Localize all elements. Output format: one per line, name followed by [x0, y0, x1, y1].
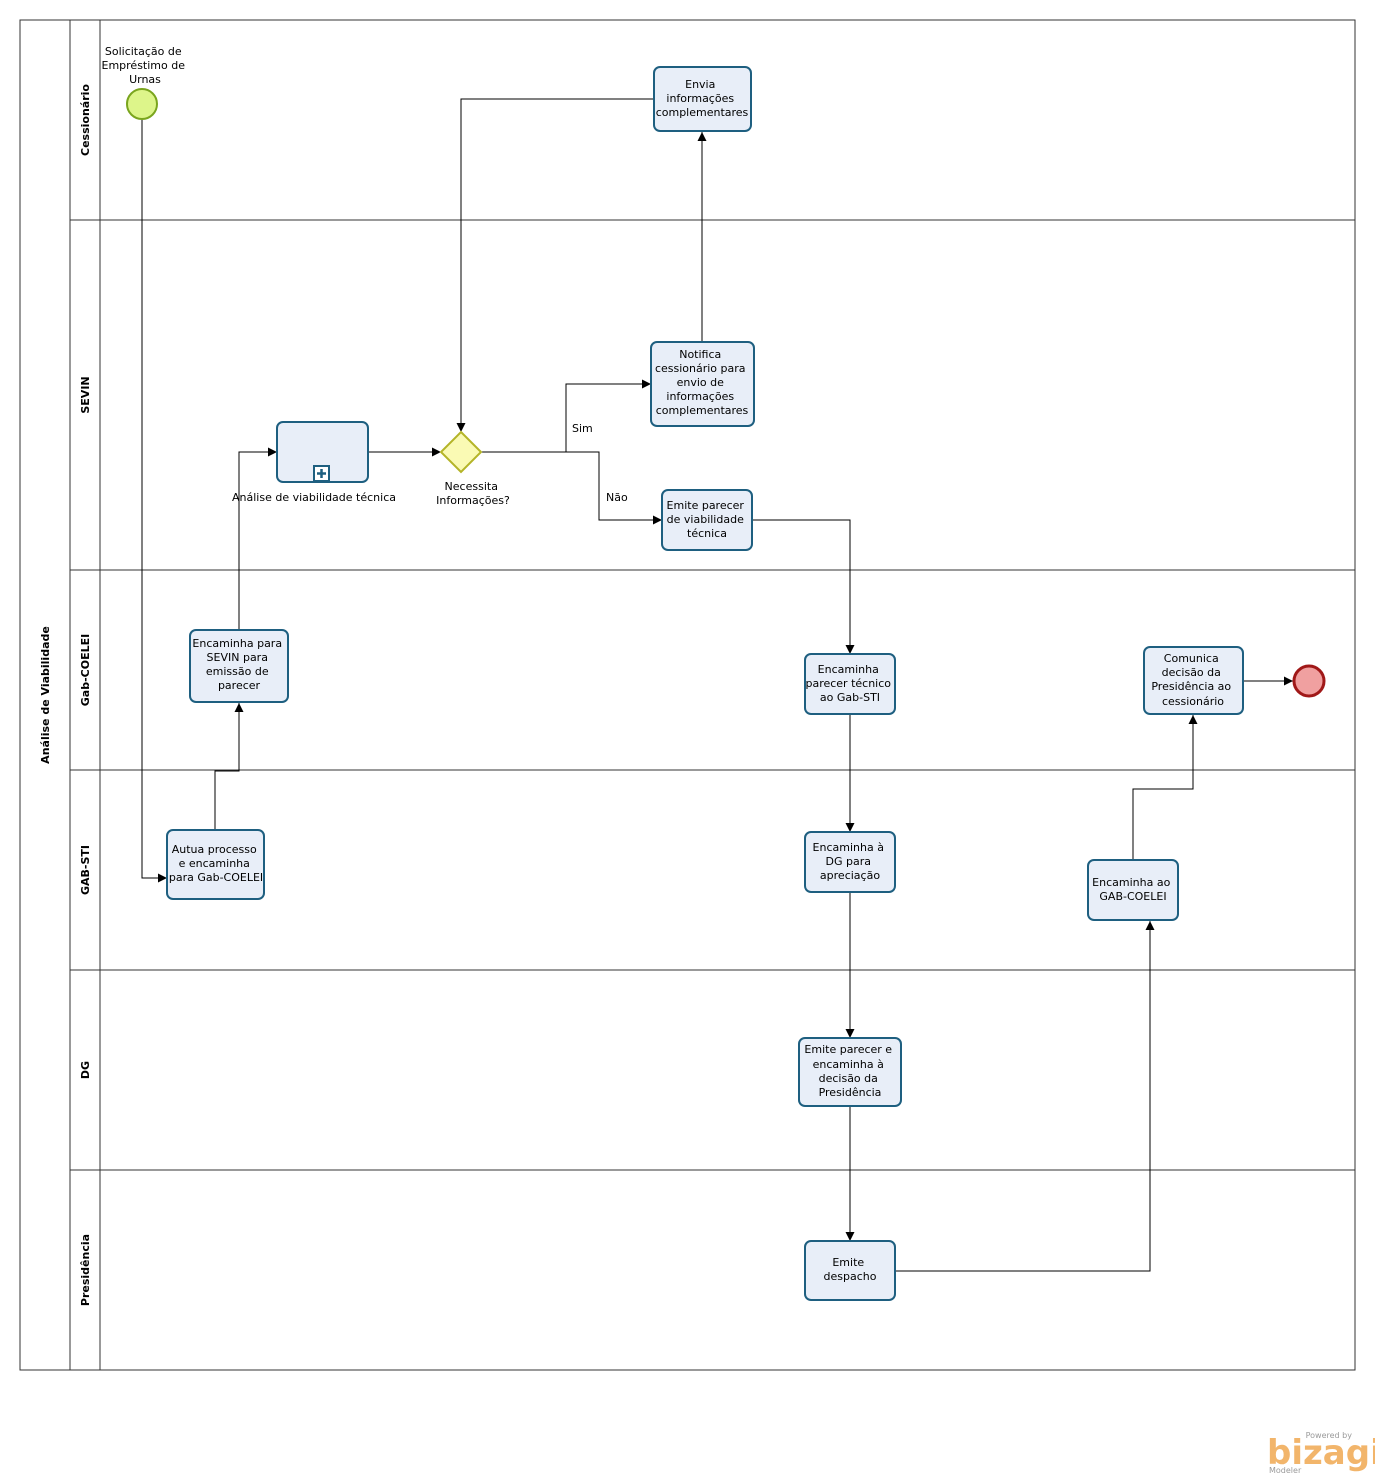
lane-label-presidencia: Presidência — [79, 1234, 92, 1306]
task-label: Comunica decisão da Presidência ao cessi… — [1151, 652, 1234, 708]
gateway-necessita-informacoes[interactable]: Necessita Informações? — [436, 430, 510, 507]
task-emite-despacho[interactable]: Emite despacho — [804, 1240, 896, 1301]
watermark-brand: bizagi — [1267, 1433, 1375, 1473]
subprocess-analise-viabilidade[interactable]: Análise de viabilidade técnica — [232, 421, 396, 504]
gateway-label: Necessita Informações? — [436, 480, 510, 507]
bizagi-watermark: Powered by bizagi Modeler — [1267, 1431, 1375, 1475]
task-autua-processo[interactable]: Autua processo e encaminha para Gab-COEL… — [166, 829, 265, 900]
task-label: Notifica cessionário para envio de infor… — [655, 348, 749, 417]
task-comunica-decisao[interactable]: Comunica decisão da Presidência ao cessi… — [1143, 646, 1244, 715]
task-label: Envia informações complementares — [656, 78, 749, 119]
lane-label-gabsti: GAB-STI — [79, 845, 92, 895]
subprocess-expand-icon[interactable] — [313, 465, 330, 482]
task-emite-parecer-viabilidade[interactable]: Emite parecer de viabilidade técnica — [661, 489, 753, 551]
flow-encaminha-gab-to-comunica — [1132, 715, 1198, 860]
task-label: Emite parecer e encaminha à decisão da P… — [804, 1043, 895, 1099]
lane-label-dg: DG — [79, 1061, 92, 1079]
task-label: Encaminha para SEVIN para emissão de par… — [192, 637, 285, 692]
watermark-powered: Powered by — [1306, 1431, 1353, 1440]
task-label: Autua processo e encaminha para Gab-COEL… — [169, 843, 263, 884]
task-encaminha-sevin[interactable]: Encaminha para SEVIN para emissão de par… — [189, 629, 289, 703]
end-event[interactable] — [1292, 664, 1326, 698]
subprocess-label: Análise de viabilidade técnica — [232, 491, 396, 504]
flow-autua-to-encaminha-sevin — [214, 703, 244, 830]
flow-envia-to-gateway — [456, 98, 654, 432]
task-notifica-cessionario[interactable]: Notifica cessionário para envio de infor… — [650, 341, 755, 427]
sequence-flows — [141, 98, 1293, 1272]
flow-start-to-autua — [141, 119, 167, 883]
edge-label-no: Não — [606, 491, 628, 504]
flow-gateway-no-to-emite-parecer — [566, 451, 662, 525]
task-label: Emite despacho — [824, 1256, 877, 1283]
task-encaminha-gab-coelei[interactable]: Encaminha ao GAB-COELEI — [1087, 859, 1179, 921]
edge-label-yes: Sim — [572, 422, 593, 435]
task-envia-informacoes[interactable]: Envia informações complementares — [653, 66, 752, 132]
flow-emite-parecer-to-encaminha-parecer — [752, 519, 855, 654]
task-label: Encaminha à DG para apreciação — [813, 841, 888, 882]
flow-encaminha-sevin-to-subprocess — [238, 447, 277, 630]
flow-gateway-yes-to-notifica — [481, 379, 651, 453]
task-encaminha-parecer-tecnico[interactable]: Encaminha parecer técnico ao Gab-STI — [804, 653, 896, 715]
watermark-product: Modeler — [1269, 1466, 1302, 1475]
lane-label-gabcoelei: Gab-COELEI — [79, 634, 92, 706]
task-label: Encaminha ao GAB-COELEI — [1092, 876, 1174, 903]
task-label: Emite parecer de viabilidade técnica — [667, 499, 748, 540]
task-emite-parecer-encaminha[interactable]: Emite parecer e encaminha à decisão da P… — [798, 1037, 902, 1107]
lane-label-cessionario: Cessionário — [79, 84, 92, 156]
lane-labels: Cessionário SEVIN Gab-COELEI GAB-STI DG … — [79, 84, 92, 1306]
task-encaminha-dg[interactable]: Encaminha à DG para apreciação — [804, 831, 896, 893]
task-label: Encaminha parecer técnico ao Gab-STI — [805, 663, 894, 704]
pool-label: Análise de Viabilidade — [39, 626, 52, 764]
start-event[interactable]: Solicitação de Empréstimo de Urnas — [102, 45, 189, 120]
flow-despacho-to-encaminha-gab — [895, 921, 1155, 1272]
start-event-label: Solicitação de Empréstimo de Urnas — [102, 45, 189, 86]
lane-label-sevin: SEVIN — [79, 376, 92, 413]
